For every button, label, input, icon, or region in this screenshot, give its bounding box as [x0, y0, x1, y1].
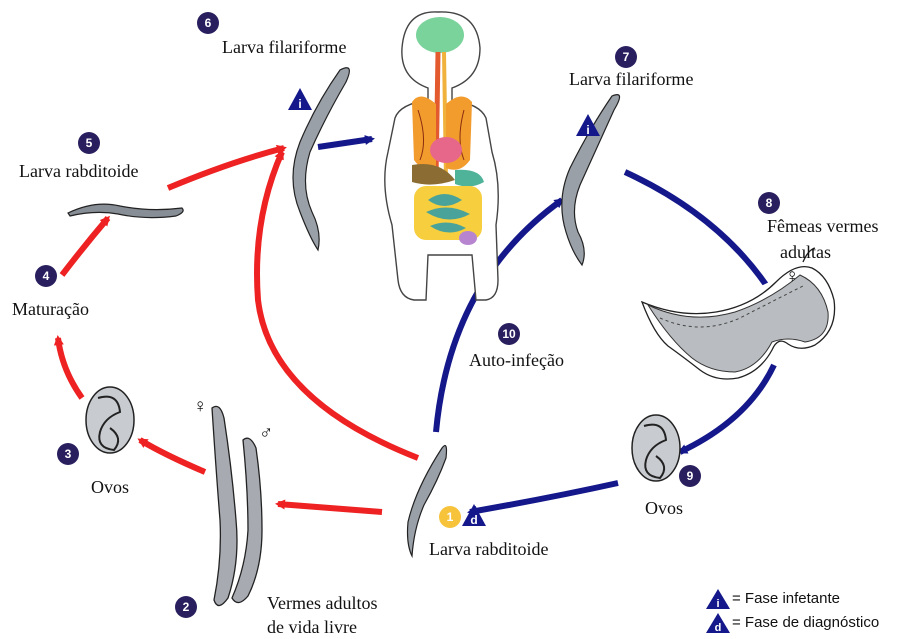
step-number-1: 1: [439, 506, 461, 528]
free-living-female-worm: [212, 406, 237, 605]
step-number-3: 3: [57, 443, 79, 465]
arrow-eggs-to-larva: [470, 483, 618, 512]
label-larva-rabditoide-1: Larva rabditoide: [429, 539, 548, 560]
label-larva-rabditoide-5: Larva rabditoide: [19, 161, 138, 182]
male-symbol-free-living: ♂: [259, 423, 273, 444]
step-number-7: 7: [615, 46, 637, 68]
step-number-10: 10: [498, 323, 520, 345]
step-number-5: 5: [78, 132, 100, 154]
label-maturacao: Maturação: [12, 299, 89, 320]
svg-text:i: i: [716, 598, 719, 610]
female-symbol-free-living: ♀: [193, 396, 207, 417]
label-femeas-line1: Fêmeas vermes: [767, 216, 878, 237]
arrow-larva-to-adults: [278, 504, 382, 512]
egg-cluster-right: [632, 415, 680, 481]
female-symbol-parasitic: ♀: [785, 266, 799, 287]
legend-infective-text: = Fase infetante: [732, 590, 840, 607]
label-femeas-line2: adultas: [780, 242, 831, 263]
step-number-8: 8: [758, 192, 780, 214]
label-larva-filariforme-7: Larva filariforme: [569, 69, 693, 90]
label-vermes-line2: de vida livre: [267, 617, 357, 638]
svg-text:d: d: [715, 622, 722, 634]
arrow-maturation-to-rhabditiform: [62, 218, 108, 275]
arrow-adults-to-eggs: [140, 440, 205, 472]
svg-text:i: i: [298, 97, 301, 111]
step-number-4: 4: [35, 265, 57, 287]
legend-infective-icon: i: [706, 589, 730, 610]
arrow-filariform-to-host: [318, 139, 372, 147]
infective-stage-icon: i: [288, 88, 312, 111]
svg-text:i: i: [586, 123, 589, 137]
arrow-rhabditiform-to-filariform: [168, 148, 284, 188]
label-ovos-9: Ovos: [645, 498, 683, 519]
step-number-9: 9: [679, 465, 701, 487]
step-number-6: 6: [197, 12, 219, 34]
arrow-eggs-to-maturation: [58, 338, 82, 398]
label-vermes-line1: Vermes adultos: [267, 593, 377, 614]
legend-diagnostic-text: = Fase de diagnóstico: [732, 614, 879, 631]
legend-diagnostic-icon: d: [706, 613, 730, 634]
svg-text:d: d: [470, 513, 477, 527]
human-body-illustration: [385, 12, 498, 300]
label-auto-infecao: Auto-infeção: [469, 350, 564, 371]
label-larva-filariforme-6: Larva filariforme: [222, 37, 346, 58]
label-ovos-3: Ovos: [91, 477, 129, 498]
rhabditiform-larva-5: [68, 204, 183, 217]
egg-cluster-left: [86, 387, 134, 453]
step-number-2: 2: [175, 596, 197, 618]
